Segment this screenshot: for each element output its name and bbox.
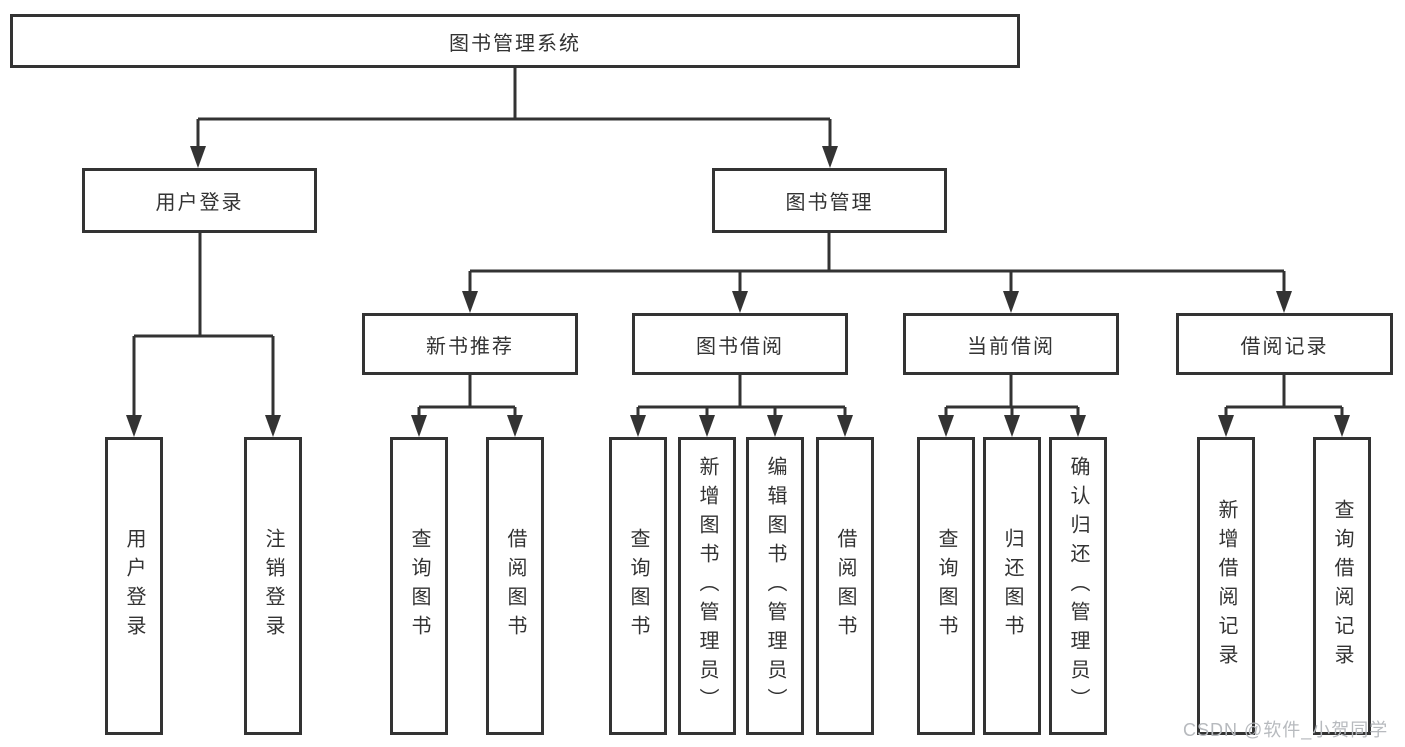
node-borrow-records-label: 借阅记录	[1240, 335, 1329, 358]
leaf-logout-label: 注销登录	[262, 528, 284, 644]
leaf-return-book-label: 归还图书	[1001, 528, 1023, 644]
leaf-borrow-books-label: 借阅图书	[834, 528, 856, 644]
leaf-edit-book-admin: 编辑图书（管理员）	[746, 437, 804, 735]
node-root: 图书管理系统	[10, 14, 1020, 68]
leaf-confirm-return-admin-label: 确认归还（管理员）	[1067, 455, 1089, 717]
leaf-recommend-query-books-label: 查询图书	[408, 528, 430, 644]
node-current-borrow: 当前借阅	[903, 313, 1119, 375]
leaf-current-query-books: 查询图书	[917, 437, 975, 735]
node-borrow-records: 借阅记录	[1176, 313, 1393, 375]
node-book-management-label: 图书管理	[785, 192, 874, 214]
leaf-recommend-query-books: 查询图书	[390, 437, 448, 735]
leaf-user-login: 用户登录	[105, 437, 163, 735]
arrowheads	[126, 146, 1350, 437]
leaf-edit-book-admin-label: 编辑图书（管理员）	[764, 455, 786, 717]
leaf-add-book-admin-label: 新增图书（管理员）	[696, 455, 718, 717]
node-root-label: 图书管理系统	[449, 32, 581, 55]
leaf-user-login-label: 用户登录	[123, 528, 145, 644]
node-book-borrow-label: 图书借阅	[696, 335, 784, 358]
leaf-add-book-admin: 新增图书（管理员）	[678, 437, 736, 735]
node-new-book-recommend: 新书推荐	[362, 313, 578, 375]
node-book-borrow: 图书借阅	[632, 313, 848, 375]
node-user-login: 用户登录	[82, 168, 317, 233]
leaf-add-borrow-record-label: 新增借阅记录	[1215, 499, 1237, 673]
leaf-add-borrow-record: 新增借阅记录	[1197, 437, 1255, 735]
leaf-logout: 注销登录	[244, 437, 302, 735]
leaf-recommend-borrow-books-label: 借阅图书	[504, 528, 526, 644]
leaf-query-borrow-record-label: 查询借阅记录	[1331, 499, 1353, 673]
leaf-query-borrow-record: 查询借阅记录	[1313, 437, 1371, 735]
node-new-book-recommend-label: 新书推荐	[426, 335, 514, 358]
leaf-return-book: 归还图书	[983, 437, 1041, 735]
node-book-management: 图书管理	[712, 168, 947, 233]
leaf-current-query-books-label: 查询图书	[935, 528, 957, 644]
node-user-login-label: 用户登录	[155, 192, 244, 214]
leaf-confirm-return-admin: 确认归还（管理员）	[1049, 437, 1107, 735]
leaf-borrow-query-books-label: 查询图书	[627, 528, 649, 644]
leaf-borrow-query-books: 查询图书	[609, 437, 667, 735]
leaf-borrow-books: 借阅图书	[816, 437, 874, 735]
node-current-borrow-label: 当前借阅	[967, 335, 1055, 358]
csdn-watermark: CSDN @软件_小贺同学	[1183, 720, 1389, 740]
leaf-recommend-borrow-books: 借阅图书	[486, 437, 544, 735]
